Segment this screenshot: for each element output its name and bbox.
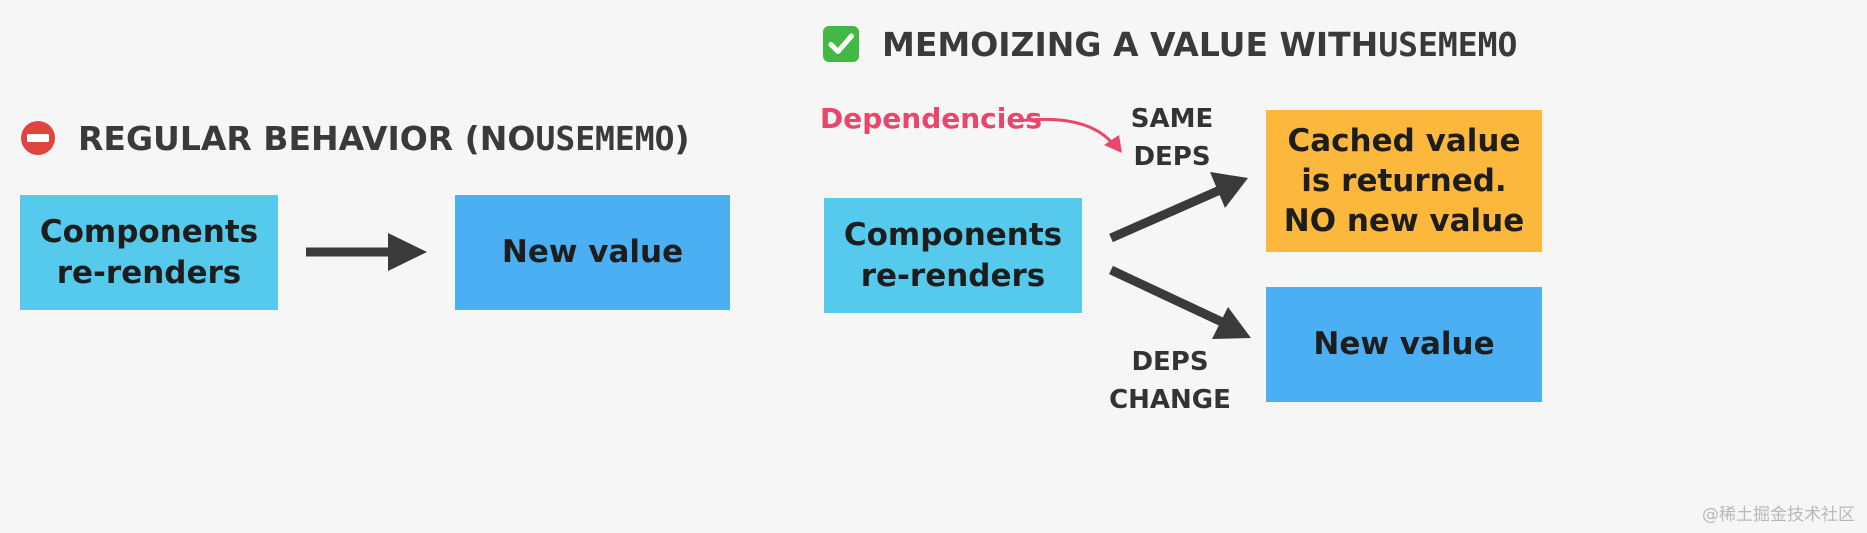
cached-value-line3: NO new value (1283, 203, 1525, 240)
cached-value-box: Cached value is returned. NO new value (1266, 110, 1542, 252)
right-new-value-box: New value (1266, 287, 1542, 402)
right-heading-text: MEMOIZING A VALUE WITH (882, 24, 1379, 64)
left-new-value-box: New value (455, 195, 730, 310)
deps-change-line1: DEPS (1131, 347, 1209, 377)
cached-value-line2: is returned. (1301, 162, 1507, 199)
deps-change-label: DEPS CHANGE (1100, 344, 1240, 419)
same-deps-arrow (1109, 172, 1248, 243)
watermark: @稀土掘金技术社区 (1702, 505, 1855, 525)
left-components-box: Components re-renders (20, 195, 278, 310)
left-components-line2: re-renders (56, 254, 242, 291)
right-new-value-text: New value (1313, 326, 1495, 363)
dependencies-arrow (1017, 117, 1122, 153)
cached-value-line1: Cached value (1287, 122, 1521, 159)
right-heading-code: USEMEMO (1378, 24, 1518, 64)
left-arrow (306, 233, 427, 271)
left-new-value-text: New value (501, 234, 684, 271)
same-deps-line1: SAME (1130, 104, 1214, 134)
same-deps-line2: DEPS (1133, 141, 1211, 172)
right-components-line2: re-renders (860, 257, 1046, 294)
left-heading-close: ) (674, 118, 690, 158)
check-mark-icon (822, 25, 860, 63)
right-heading: MEMOIZING A VALUE WITH USEMEMO (822, 23, 1517, 65)
left-heading-code: USEMEMO (535, 118, 675, 158)
deps-change-line2: CHANGE (1109, 384, 1231, 415)
left-heading: REGULAR BEHAVIOR (NO USEMEMO) (20, 118, 690, 158)
right-components-box: Components re-renders (824, 198, 1082, 313)
deps-change-arrow (1109, 265, 1251, 339)
no-entry-icon (20, 120, 56, 156)
dependencies-label: Dependencies (820, 102, 1043, 135)
same-deps-label: SAME DEPS (1112, 101, 1232, 176)
left-heading-text: REGULAR BEHAVIOR (NO (78, 118, 536, 158)
right-components-line1: Components (843, 217, 1063, 254)
left-components-line1: Components (39, 214, 259, 251)
